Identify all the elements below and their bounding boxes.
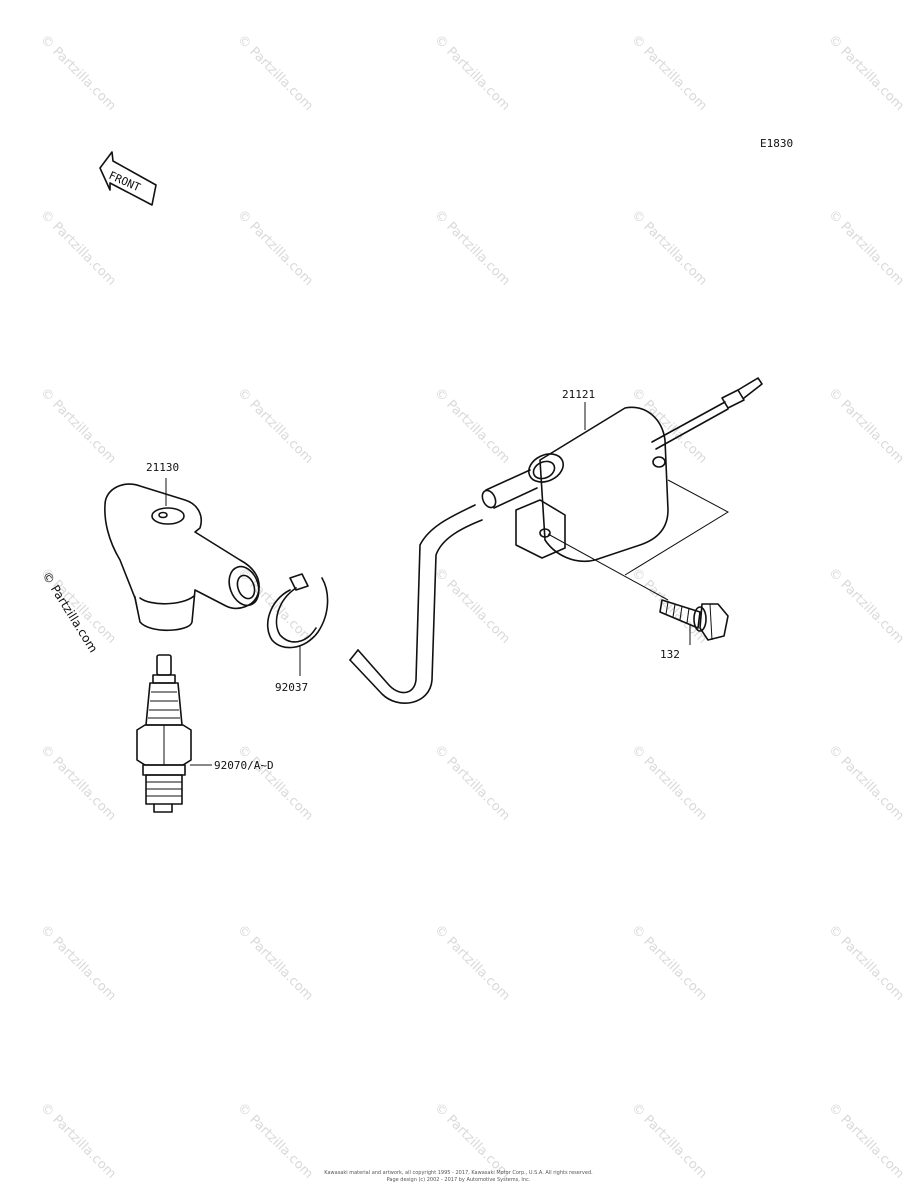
watermark-text: © Partzilla.com (628, 742, 710, 824)
watermark-text: © Partzilla.com (234, 207, 316, 289)
part-92070-spark-plug[interactable] (136, 654, 192, 813)
label-21121: 21121 (562, 388, 595, 401)
watermark-text: © Partzilla.com (628, 207, 710, 289)
watermark-text: © Partzilla.com (431, 207, 513, 289)
watermark-text: © Partzilla.com (37, 922, 119, 1004)
part-132-bolt[interactable] (547, 533, 729, 641)
watermark-text: © Partzilla.com (628, 922, 710, 1004)
watermark-text: © Partzilla.com (825, 742, 907, 824)
watermark-text: © Partzilla.com (37, 32, 119, 114)
watermark-text: © Partzilla.com (37, 742, 119, 824)
footer-copyright-line2: Page design (c) 2002 - 2017 by Automotiv… (386, 1177, 531, 1183)
watermark-text: © Partzilla.com (234, 385, 316, 467)
part-21130-plug-cap[interactable] (104, 483, 264, 632)
label-92070: 92070/A~D (214, 759, 274, 772)
high-tension-lead[interactable] (349, 504, 483, 704)
watermark-text: © Partzilla.com (234, 922, 316, 1004)
watermark-text: © Partzilla.com (234, 32, 316, 114)
watermark-text: © Partzilla.com (825, 385, 907, 467)
watermark-text: © Partzilla.com (825, 565, 907, 647)
label-132: 132 (660, 648, 680, 661)
watermark-text: © Partzilla.com (628, 32, 710, 114)
footer-copyright-line1: Kawasaki material and artwork, all copyr… (324, 1170, 593, 1176)
watermark-text: © Partzilla.com (431, 385, 513, 467)
watermark-text: © Partzilla.com (37, 207, 119, 289)
watermark-text: © Partzilla.com (431, 565, 513, 647)
watermark-text: © Partzilla.com (628, 565, 710, 647)
part-92037-clamp[interactable] (266, 573, 329, 649)
watermark-text: © Partzilla.com (431, 32, 513, 114)
label-92037: 92037 (275, 681, 308, 694)
front-arrow-icon: FRONT (99, 151, 157, 206)
watermark-text: © Partzilla.com (37, 385, 119, 467)
diagram-code: E1830 (760, 137, 793, 150)
part-21121-ignition-coil[interactable] (480, 377, 763, 576)
label-21130: 21130 (146, 461, 179, 474)
watermark-text: © Partzilla.com (431, 742, 513, 824)
watermark-text: © Partzilla.com (234, 742, 316, 824)
watermark-grid: © Partzilla.com © Partzilla.com © Partzill… (37, 32, 907, 1182)
watermark-text: © Partzilla.com (431, 922, 513, 1004)
watermark-text: © Partzilla.com (825, 922, 907, 1004)
watermark-text: © Partzilla.com (825, 207, 907, 289)
watermark-text: © Partzilla.com (825, 32, 907, 114)
